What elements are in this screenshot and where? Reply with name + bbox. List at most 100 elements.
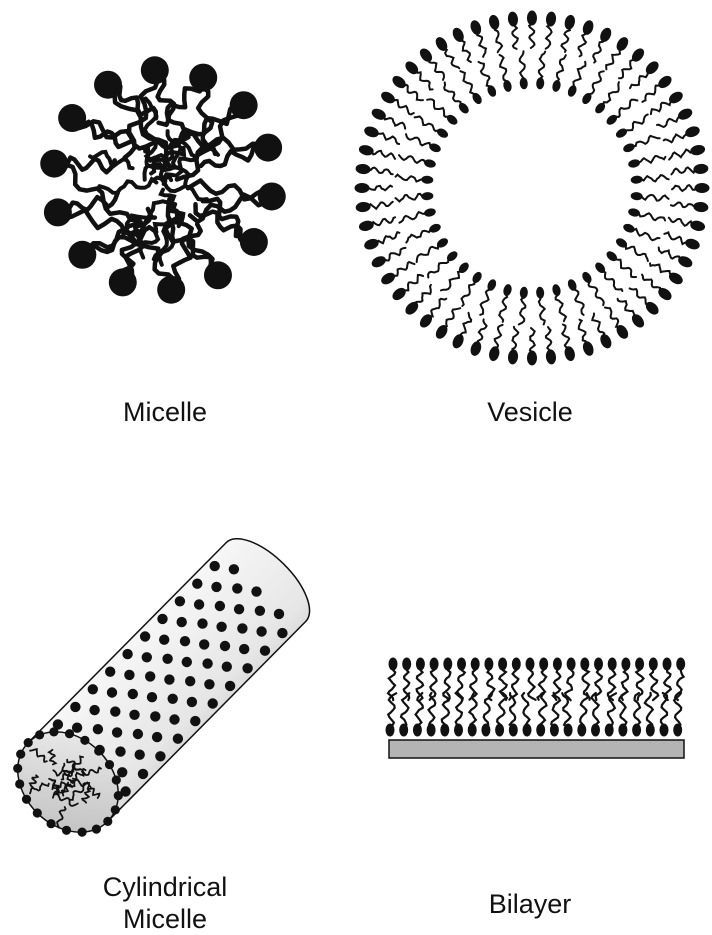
vesicle-inner-tail (480, 290, 490, 315)
micelle-label: Micelle (15, 396, 315, 428)
vesicle-inner-head (551, 283, 562, 297)
cylinder-surface-head (192, 579, 202, 589)
bilayer-upper-head (416, 658, 425, 671)
vesicle-outer-head (403, 59, 421, 77)
cylinder-surface-head (215, 601, 225, 611)
micelle-tail (188, 181, 268, 200)
cylinder-surface-head (234, 604, 244, 614)
vesicle-outer-tail (579, 320, 586, 343)
cylinder-surface-head (138, 769, 148, 779)
cylinder-rim-head (103, 817, 112, 826)
bilayer-lower-head (468, 724, 477, 737)
vesicle-outer-tail (477, 33, 486, 57)
cylinder-rim-head (111, 805, 120, 814)
bilayer-lower-head (523, 724, 532, 737)
vesicle-outer-head (379, 89, 397, 105)
cylinder-rim-head (114, 791, 123, 800)
vesicle-inner-head (457, 101, 471, 115)
cylinder-surface-head (169, 714, 179, 724)
vesicle-outer-tail (651, 101, 671, 114)
vesicle-inner-head (421, 175, 434, 184)
cylinder-rim-head (13, 764, 22, 773)
bilayer-lower-tail (580, 693, 587, 727)
cylinder-rim-head (22, 795, 31, 804)
vesicle-outer-tail (445, 49, 460, 68)
vesicle-inner-tail (427, 99, 448, 117)
vesicle-outer-tail (659, 248, 680, 260)
bilayer-lower-head (454, 724, 463, 737)
bilayer-lower-head (481, 724, 490, 737)
cylinder-surface-head (147, 692, 157, 702)
vesicle-inner-tail (396, 175, 423, 182)
vesicle-inner-head (502, 283, 513, 297)
vesicle-inner-tail (634, 136, 660, 146)
vesicle-outer-head (450, 332, 466, 350)
bilayer-upper-tail (622, 670, 629, 700)
vesicle-outer-tail (384, 117, 405, 129)
vesicle-outer-tail (461, 40, 471, 62)
cylinder-surface-head (197, 618, 207, 628)
vesicle-inner-tail (499, 295, 507, 322)
vesicle-inner-head (435, 127, 449, 140)
vesicle-outer-tail (393, 100, 414, 114)
cylinder-surface-head (175, 596, 185, 606)
vesicle-inner-head (605, 249, 619, 263)
cylinder-surface-head (220, 641, 230, 651)
vesicle-inner-tail (626, 115, 648, 131)
bilayer-upper-head (580, 658, 589, 671)
bilayer-lower-head (550, 724, 559, 737)
vesicle-inner-tail (462, 282, 475, 306)
vesicle-outer-head (488, 345, 501, 362)
cylinder-surface-head (208, 698, 218, 708)
vesicle-outer-tail (478, 319, 487, 342)
cylinder-surface-head (107, 687, 117, 697)
cylinder-surface-head (222, 662, 232, 672)
vesicle-outer-tail (404, 275, 423, 290)
vesicle-outer-tail (368, 186, 392, 191)
vesicle-outer-head (379, 270, 397, 286)
micelle-head (40, 150, 68, 178)
bilayer-lower-tail (522, 693, 530, 727)
bilayer-upper-tail (528, 670, 535, 700)
cylinder-surface-head (242, 663, 252, 673)
vesicle-inner-head (614, 127, 628, 140)
cylinder-surface-head (140, 631, 150, 641)
bilayer-upper-head (676, 658, 685, 671)
vesicle-outer-head (358, 144, 375, 157)
bilayer-lower-tail (497, 693, 506, 727)
vesicle-outer-tail (377, 133, 399, 144)
cylinder-surface-head (229, 564, 239, 574)
bilayer-upper-head (553, 658, 562, 671)
cylinder-surface-head (216, 622, 226, 632)
vesicle-inner-tail (520, 51, 525, 78)
cylinder-surface-head (152, 732, 162, 742)
bilayer-upper-tail (595, 670, 602, 700)
vesicle-outer-head (390, 73, 408, 90)
vesicle-inner-tail (603, 82, 619, 104)
bilayer-lower-tail (539, 693, 547, 727)
bilayer-lower-tail (645, 693, 653, 727)
vesicle-inner-head (630, 175, 643, 184)
bilayer-lower-head (413, 724, 422, 737)
vesicle-outer-head (693, 163, 709, 175)
bilayer-upper-head (594, 658, 603, 671)
cylinder-surface-head (202, 658, 212, 668)
cylinder-surface-head (135, 750, 145, 760)
vesicle-outer-tail (372, 217, 395, 225)
vesicle-outer-head (527, 11, 537, 26)
bilayer-lower-head (660, 724, 669, 737)
vesicle-outer-tail (561, 28, 569, 52)
cylinder-surface-head (145, 671, 155, 681)
vesicle-inner-tail (417, 246, 439, 263)
vesicle-outer-head (581, 19, 595, 36)
cylinder-surface-head (277, 628, 287, 638)
bilayer-upper-tail (583, 670, 590, 700)
vesicle-inner-tail (399, 212, 425, 223)
vesicle-outer-tail (592, 314, 604, 336)
bilayer-upper-head (635, 658, 644, 671)
cylinder-surface-head (72, 723, 82, 733)
vesicle-outer-tail (606, 49, 620, 69)
vesicle-inner-tail (406, 230, 430, 243)
vesicle-outer-head (629, 312, 646, 330)
vesicle-inner-tail (590, 71, 604, 94)
